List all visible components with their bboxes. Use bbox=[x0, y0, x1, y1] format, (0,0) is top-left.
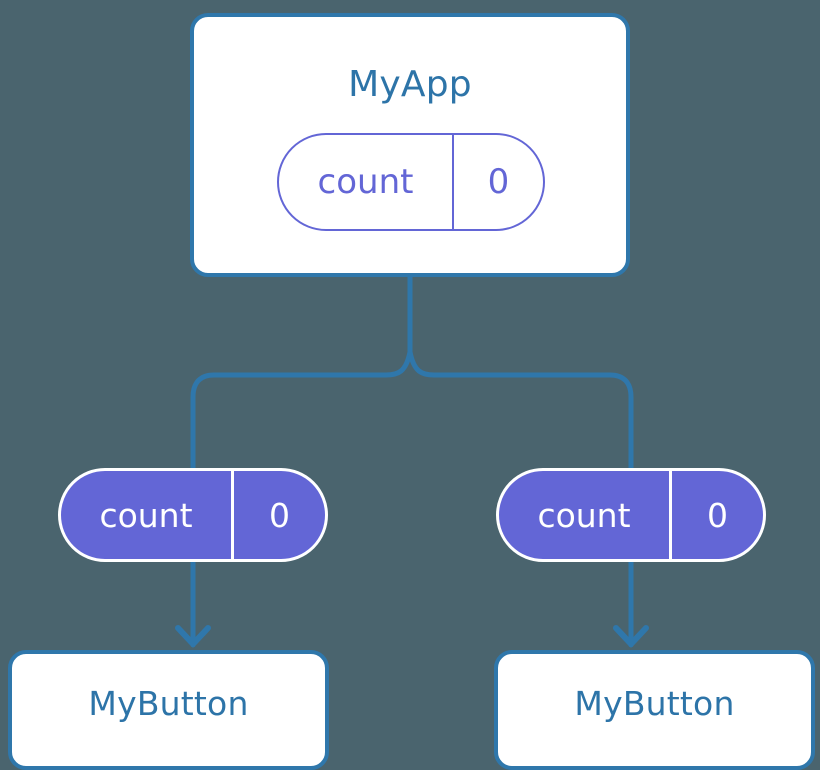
wire-branch-left bbox=[190, 349, 413, 471]
props-pill-right[interactable]: count 0 bbox=[496, 468, 766, 562]
props-key-label: count bbox=[537, 495, 631, 535]
props-pill-left[interactable]: count 0 bbox=[58, 468, 328, 562]
state-pill-root[interactable]: count 0 bbox=[277, 133, 545, 231]
props-value-label: 0 bbox=[231, 471, 325, 559]
component-name-label: MyButton bbox=[574, 683, 735, 723]
wire-branch-right bbox=[407, 349, 634, 471]
arrowhead-right bbox=[613, 625, 649, 647]
arrowhead-left bbox=[175, 625, 211, 647]
state-value-label: 0 bbox=[452, 135, 543, 229]
component-name-label: MyButton bbox=[88, 683, 249, 723]
component-name-label: MyApp bbox=[348, 64, 472, 105]
props-key-label: count bbox=[99, 495, 193, 535]
component-node-mybutton-right[interactable]: MyButton bbox=[494, 650, 815, 770]
props-value-label: 0 bbox=[669, 471, 763, 559]
component-node-mybutton-left[interactable]: MyButton bbox=[8, 650, 329, 770]
state-key-label: count bbox=[317, 162, 414, 202]
